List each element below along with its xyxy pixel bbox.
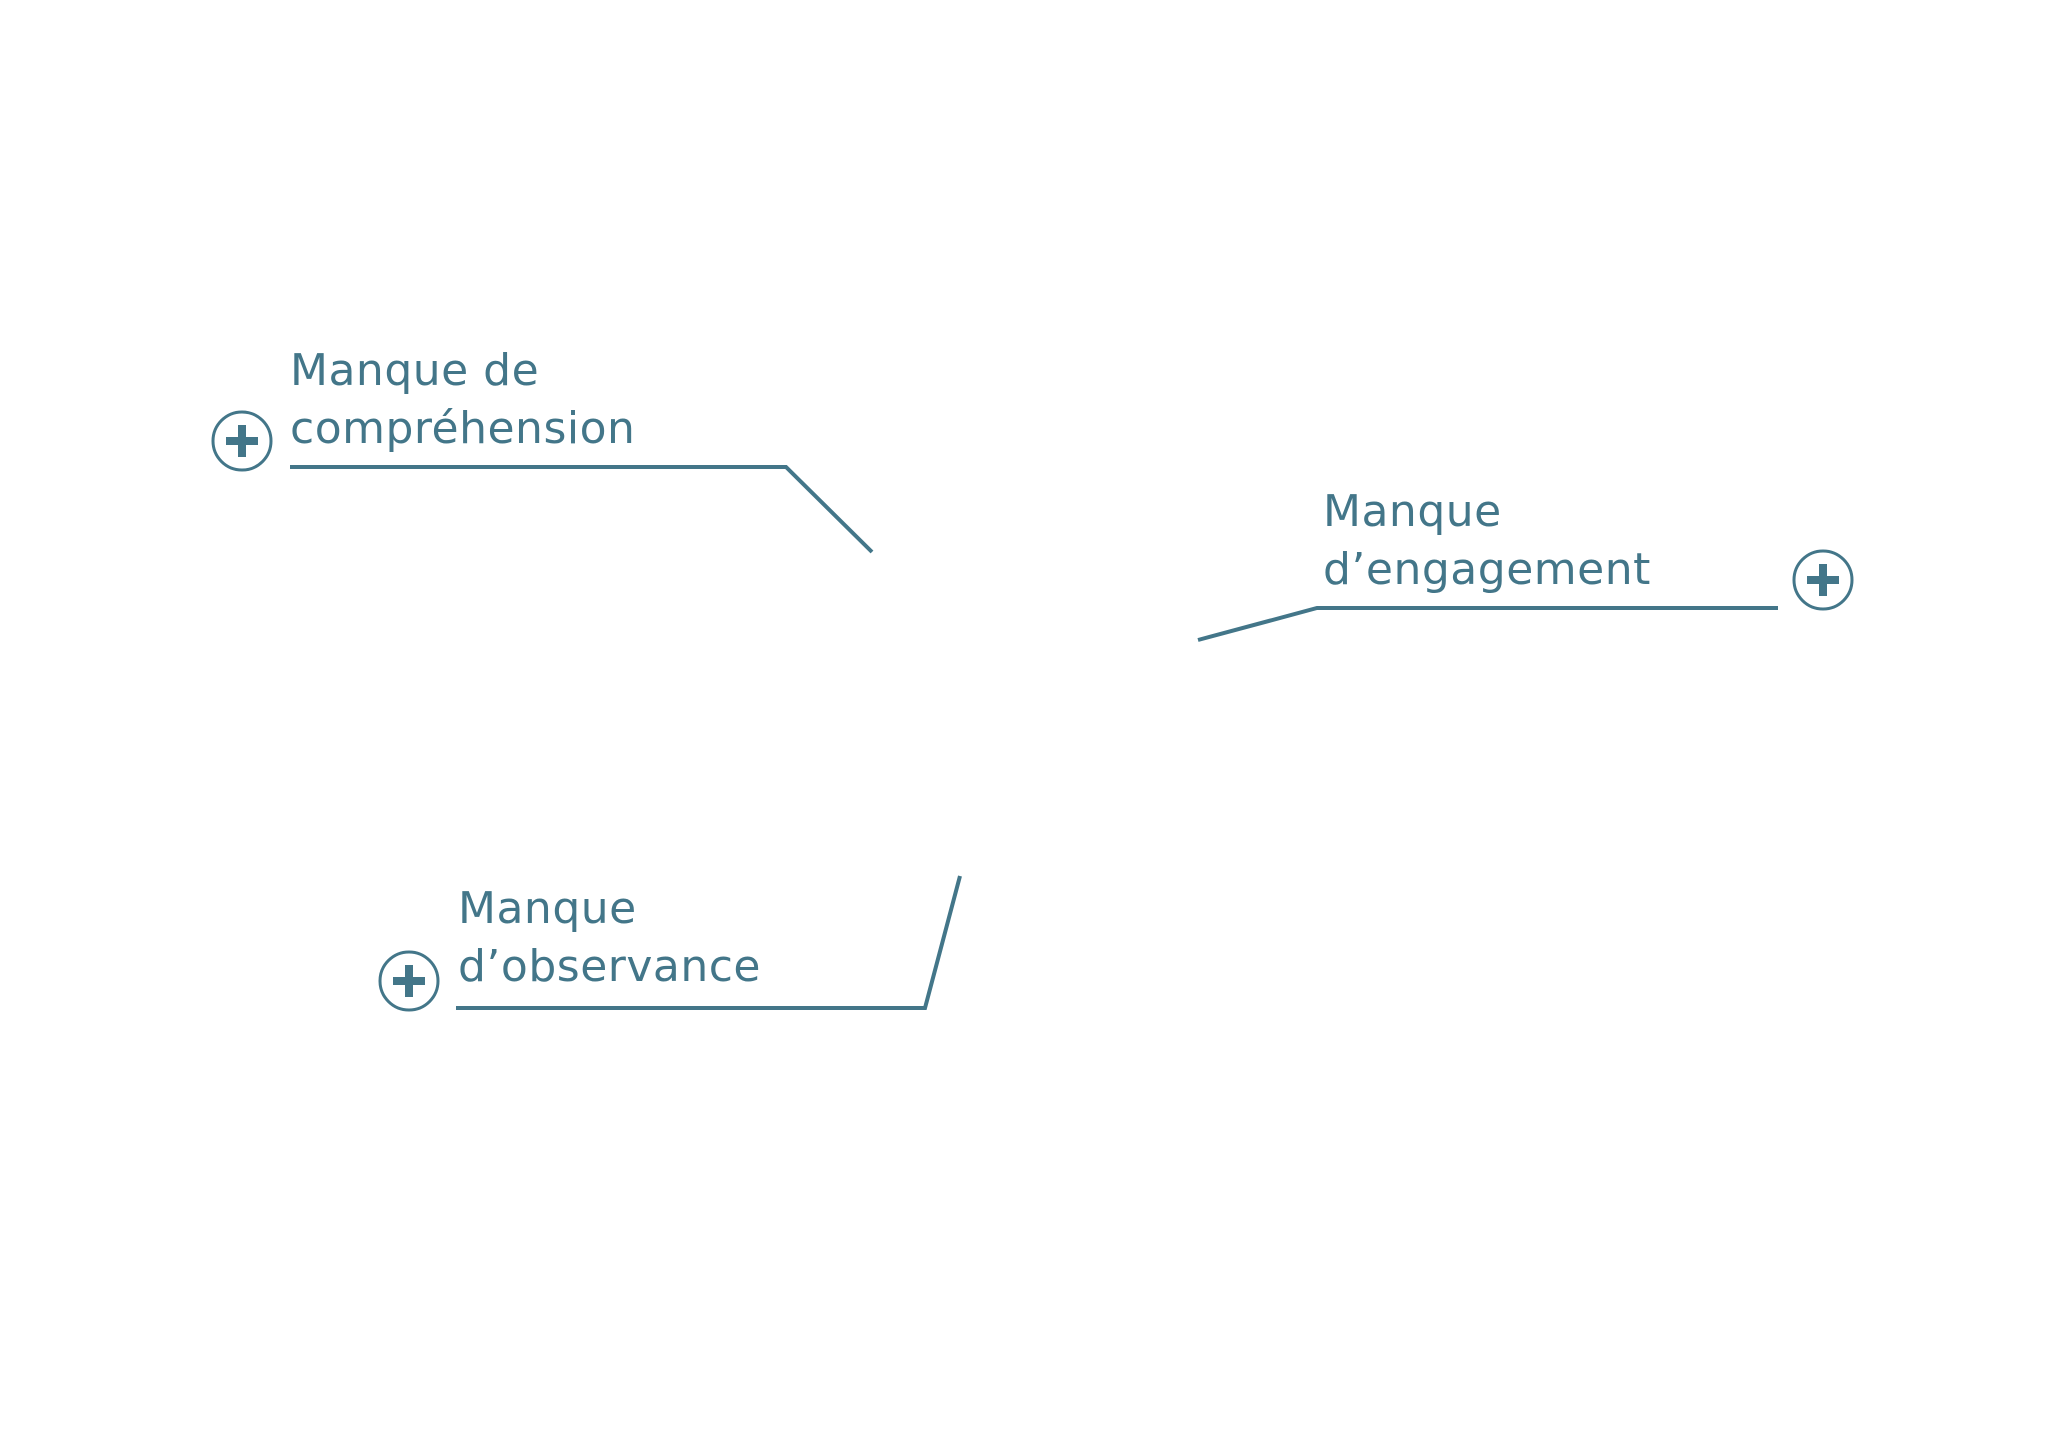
callout-label-observance: Manque d’observance: [458, 880, 761, 996]
callout-label-line: Manque: [1323, 486, 1502, 537]
callout-label-engagement: Manque d’engagement: [1323, 483, 1651, 599]
plus-circle-icon: [378, 950, 440, 1012]
callout-label-line: d’engagement: [1323, 544, 1651, 595]
plus-circle-icon: [211, 410, 273, 472]
plus-circle-icon: [1792, 549, 1854, 611]
leader-line-comprehension: [290, 465, 874, 554]
callout-label-line: Manque: [458, 883, 637, 934]
callout-label-line: compréhension: [290, 403, 636, 454]
callout-label-comprehension: Manque de compréhension: [290, 342, 635, 458]
expand-comprehension-button[interactable]: [211, 410, 273, 472]
expand-engagement-button[interactable]: [1792, 549, 1854, 611]
leader-line-engagement: [1197, 606, 1778, 642]
expand-observance-button[interactable]: [378, 950, 440, 1012]
callout-label-line: Manque de: [290, 345, 540, 396]
callout-label-line: d’observance: [458, 941, 761, 992]
leader-line-observance: [456, 875, 962, 1010]
